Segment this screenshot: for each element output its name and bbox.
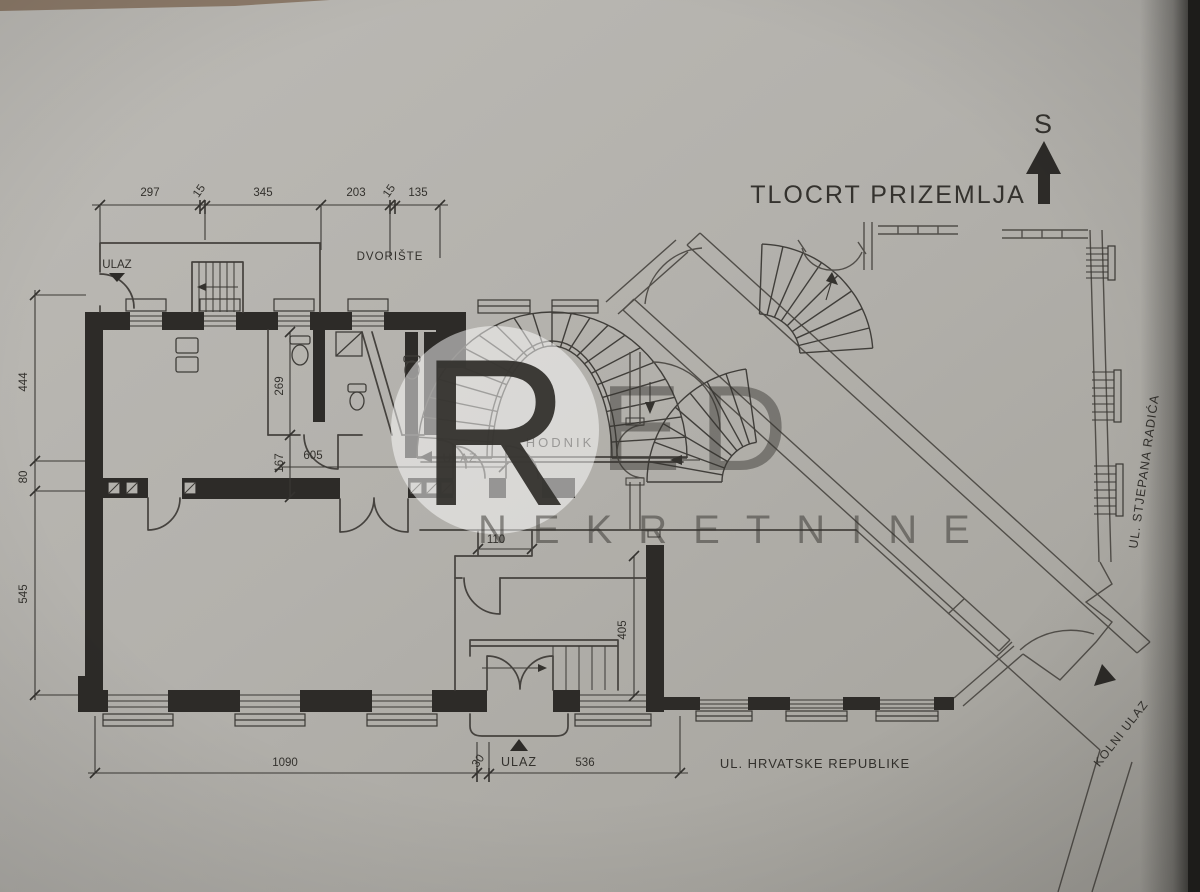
floor-plan-photo: 297 15 345 203 15 135 444 80 545 1090 30… (0, 0, 1200, 892)
floor-plan-drawing: 297 15 345 203 15 135 444 80 545 1090 30… (0, 0, 1200, 892)
photo-vignette (0, 0, 1200, 892)
